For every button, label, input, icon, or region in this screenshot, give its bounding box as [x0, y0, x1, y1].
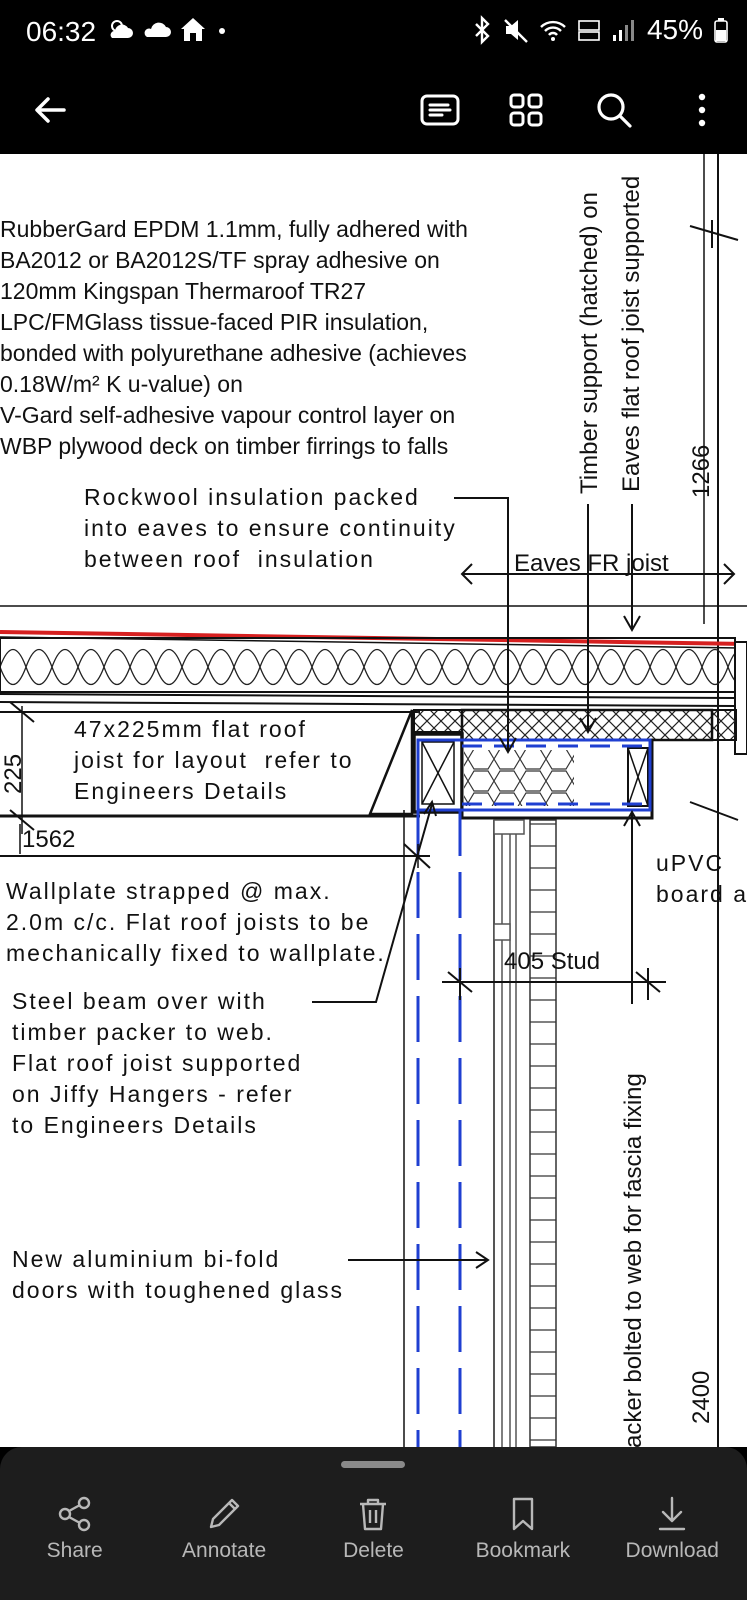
note-steel-beam: Steel beam over with timber packer to we…	[12, 988, 303, 1138]
weather-icon	[110, 20, 133, 38]
bookmark-button[interactable]: Bookmark	[448, 1495, 597, 1563]
note-bifold-doors: New aluminium bi-fold doors with toughen…	[12, 1246, 345, 1303]
delete-button[interactable]: Delete	[299, 1495, 448, 1563]
bookmark-label: Bookmark	[475, 1539, 571, 1562]
share-label: Share	[46, 1539, 103, 1562]
status-bar: 06:32 45%	[0, 0, 747, 66]
note-rockwool-insulation: Rockwool insulation packed into eaves to…	[84, 484, 457, 572]
share-icon	[58, 1496, 90, 1532]
drawing-linework	[0, 154, 747, 1447]
dot-icon	[219, 28, 225, 34]
action-bar: Share Annotate Delete Bookmark Download	[0, 1495, 747, 1563]
note-roof-membrane: RubberGard EPDM 1.1mm, fully adhered wit…	[0, 216, 468, 459]
share-button[interactable]: Share	[0, 1495, 149, 1563]
download-label: Download	[625, 1539, 719, 1562]
label-eaves-joist-supported: Eaves flat roof joist supported	[618, 175, 645, 492]
bottom-action-sheet: Share Annotate Delete Bookmark Download	[0, 1447, 747, 1600]
delete-label: Delete	[343, 1539, 404, 1562]
sheet-drag-handle[interactable]	[341, 1461, 405, 1468]
note-wallplate: Wallplate strapped @ max. 2.0m c/c. Flat…	[6, 878, 386, 966]
bookmark-icon	[512, 1497, 534, 1531]
dimension-1562: 1562	[22, 826, 76, 853]
bluetooth-icon	[475, 15, 490, 45]
annotate-button[interactable]: Annotate	[149, 1495, 298, 1563]
download-button[interactable]: Download	[598, 1495, 747, 1563]
battery-level: 45%	[646, 14, 703, 45]
battery-icon	[714, 18, 728, 43]
label-packer-bolted: acker bolted to web for fascia fixing	[620, 1073, 647, 1447]
label-eaves-fr-joist: Eaves FR joist	[514, 550, 669, 577]
dimension-405-stud: 405 Stud	[504, 948, 601, 975]
drawing-canvas[interactable]: RubberGard EPDM 1.1mm, fully adhered wit…	[0, 154, 747, 1447]
grid-view-button[interactable]	[494, 78, 558, 142]
back-button[interactable]	[18, 78, 82, 142]
wifi-icon	[540, 20, 566, 41]
viewer-toolbar	[0, 66, 747, 154]
volte-icon	[578, 20, 600, 41]
annotate-label: Annotate	[182, 1539, 267, 1562]
text-view-button[interactable]	[408, 78, 472, 142]
note-upvc-board: uPVC board a	[656, 850, 747, 907]
dimension-2400: 2400	[688, 1370, 715, 1424]
cloud-icon	[144, 22, 171, 37]
download-icon	[659, 1496, 686, 1531]
dimension-225: 225	[0, 753, 27, 794]
text-document-icon	[420, 94, 460, 126]
home-icon	[181, 18, 205, 41]
status-time: 06:32	[26, 16, 97, 47]
trash-icon	[360, 1498, 387, 1531]
search-icon	[597, 93, 632, 128]
grid-icon	[509, 93, 543, 127]
signal-icon	[612, 20, 634, 41]
dimension-1266: 1266	[688, 444, 715, 498]
label-timber-support: Timber support (hatched) on	[576, 192, 603, 494]
note-flat-roof-joist: 47x225mm flat roof joist for layout refe…	[74, 716, 354, 804]
search-button[interactable]	[582, 78, 646, 142]
more-vertical-icon	[698, 93, 706, 127]
system-icons: 45%	[471, 14, 729, 46]
more-options-button[interactable]	[670, 78, 734, 142]
pencil-icon	[209, 1498, 240, 1529]
notification-icons	[106, 14, 230, 44]
mute-icon	[504, 19, 528, 43]
arrow-left-icon	[35, 97, 66, 123]
